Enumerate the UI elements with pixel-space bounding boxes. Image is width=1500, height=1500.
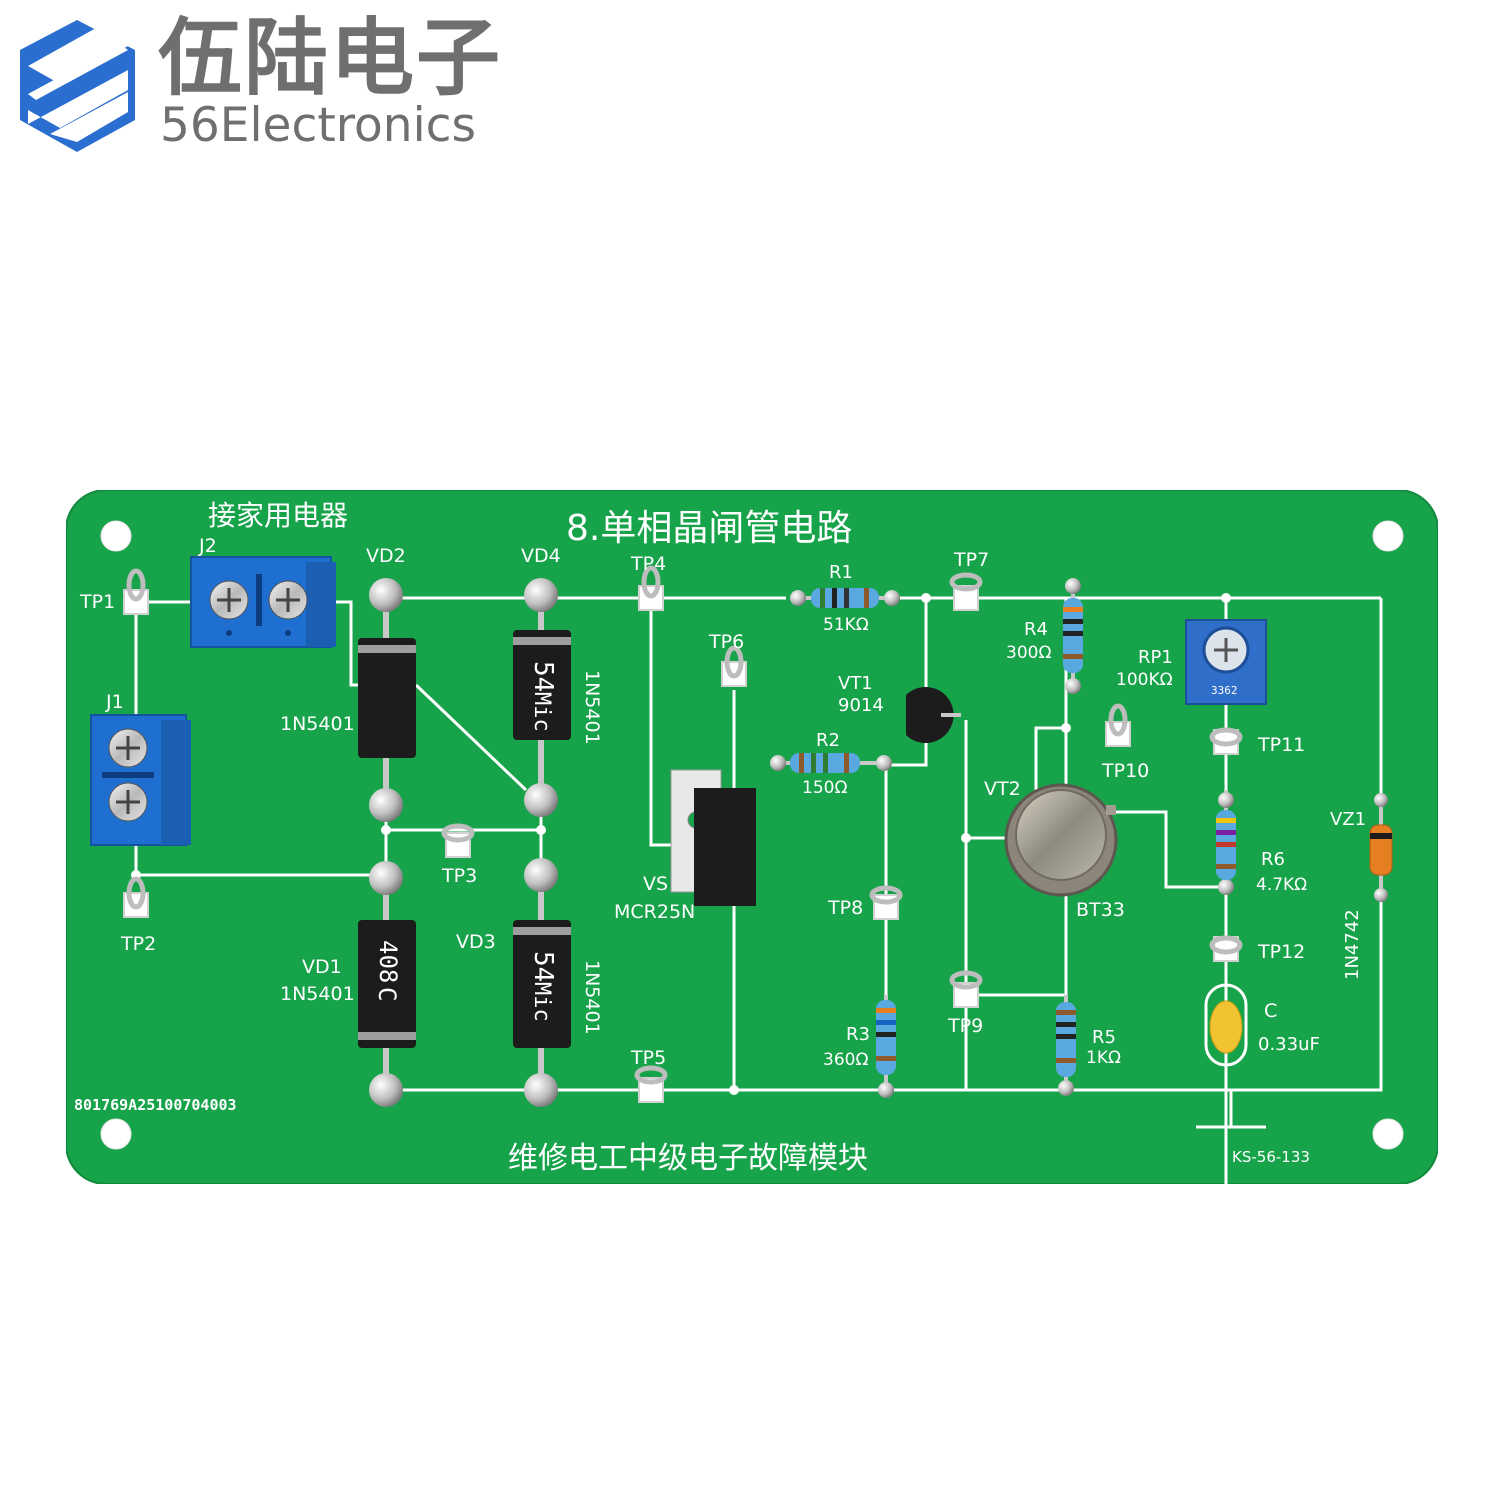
label-tp10: TP10	[1101, 760, 1149, 782]
label-tp9: TP9	[947, 1015, 983, 1037]
label-rp1-value: 100KΩ	[1116, 670, 1173, 690]
diode-vd4-marking-b: Mic	[529, 692, 554, 732]
diode-vd2[interactable]	[358, 578, 416, 822]
resistor-r3[interactable]	[876, 995, 896, 1098]
thyristor-vs[interactable]	[670, 769, 756, 906]
diode-vd1-marking-a: 408	[374, 940, 402, 983]
label-r3: R3	[846, 1024, 870, 1045]
footer-title: 维修电工中级电子故障模块	[508, 1141, 868, 1176]
brand-name-en: 56Electronics	[160, 98, 476, 153]
transistor-vt2[interactable]	[1004, 783, 1118, 897]
potentiometer-rp1-code: 3362	[1211, 684, 1238, 697]
label-vd4-model: 1N5401	[581, 670, 603, 745]
diode-vd3-marking-a: 54	[528, 951, 558, 982]
label-tp1: TP1	[79, 591, 115, 613]
label-vs: VS	[643, 873, 668, 895]
diode-vd1[interactable]: 408 C	[358, 861, 416, 1107]
label-r6: R6	[1261, 849, 1285, 870]
label-rp1: RP1	[1138, 647, 1173, 668]
label-tp12: TP12	[1257, 941, 1305, 963]
label-vd2-model: 1N5401	[280, 713, 355, 735]
label-r3-value: 360Ω	[823, 1050, 868, 1070]
terminal-block-j1[interactable]	[90, 714, 191, 846]
label-tp2: TP2	[120, 933, 156, 955]
label-tp5: TP5	[630, 1047, 666, 1069]
label-r2: R2	[816, 730, 840, 751]
label-vd1: VD1	[302, 956, 342, 978]
label-j2: J2	[198, 535, 217, 557]
zener-diode-vz1[interactable]	[1369, 793, 1393, 902]
brand-logo-icon	[20, 20, 135, 152]
label-vd3: VD3	[456, 931, 496, 953]
label-tp3: TP3	[441, 865, 477, 887]
label-r4: R4	[1024, 619, 1048, 640]
label-vd1-model: 1N5401	[280, 983, 355, 1005]
brand-name-cn: 伍陆电子	[158, 9, 503, 107]
pcb-board: 接家用电器 8.单相晶闸管电路 维修电工中级电子故障模块 KS-56-133 8…	[66, 490, 1438, 1184]
label-r5-value: 1KΩ	[1086, 1048, 1121, 1068]
transistor-vt1[interactable]	[906, 687, 961, 743]
serial-number: 801769A25100704003	[74, 1096, 237, 1114]
label-tp8: TP8	[827, 897, 863, 919]
label-tp7: TP7	[953, 549, 989, 571]
terminal-block-j2[interactable]	[190, 556, 336, 648]
label-vt1-model: 9014	[838, 695, 884, 716]
label-r1-value: 51KΩ	[823, 615, 869, 635]
resistor-r5[interactable]	[1056, 995, 1076, 1096]
potentiometer-rp1[interactable]: 3362	[1185, 619, 1267, 705]
diode-vd3-marking-b: Mic	[529, 982, 554, 1022]
label-vz1: VZ1	[1330, 809, 1366, 830]
diode-vd1-marking-b: C	[373, 987, 401, 1001]
label-vz1-model: 1N4742	[1342, 909, 1363, 980]
capacitor-c[interactable]	[1204, 983, 1248, 1067]
load-label: 接家用电器	[208, 499, 348, 532]
mounting-holes	[100, 520, 1404, 1150]
resistor-r2[interactable]	[770, 753, 892, 773]
label-vd3-model: 1N5401	[581, 960, 603, 1035]
label-r6-value: 4.7KΩ	[1256, 875, 1307, 895]
resistor-r6[interactable]	[1216, 790, 1236, 895]
label-vd2: VD2	[366, 545, 406, 567]
label-vs-model: MCR25N	[614, 901, 695, 923]
diode-vd3[interactable]: 54 Mic	[513, 858, 571, 1107]
label-cap: C	[1264, 1000, 1277, 1022]
diode-vd4[interactable]: 54 Mic	[513, 578, 571, 817]
label-vt2: VT2	[984, 778, 1021, 800]
label-r1: R1	[829, 562, 853, 583]
label-vt2-model: BT33	[1076, 899, 1125, 921]
diode-vd4-marking-a: 54	[528, 661, 558, 692]
label-cap-value: 0.33uF	[1258, 1034, 1320, 1055]
label-j1: J1	[105, 691, 124, 713]
resistor-r1[interactable]	[790, 588, 900, 608]
label-tp6: TP6	[708, 631, 744, 653]
model-code: KS-56-133	[1232, 1148, 1310, 1166]
label-tp11: TP11	[1257, 734, 1305, 756]
board-title: 8.单相晶闸管电路	[566, 508, 852, 549]
resistor-r4[interactable]	[1063, 578, 1083, 694]
test-point-loops	[126, 565, 1243, 1085]
label-r4-value: 300Ω	[1006, 643, 1051, 663]
test-point-tp1[interactable]	[123, 589, 149, 615]
label-r2-value: 150Ω	[802, 778, 847, 798]
label-vt1: VT1	[838, 673, 873, 694]
label-vd4: VD4	[521, 545, 561, 567]
label-r5: R5	[1092, 1027, 1116, 1048]
label-tp4: TP4	[630, 553, 666, 575]
